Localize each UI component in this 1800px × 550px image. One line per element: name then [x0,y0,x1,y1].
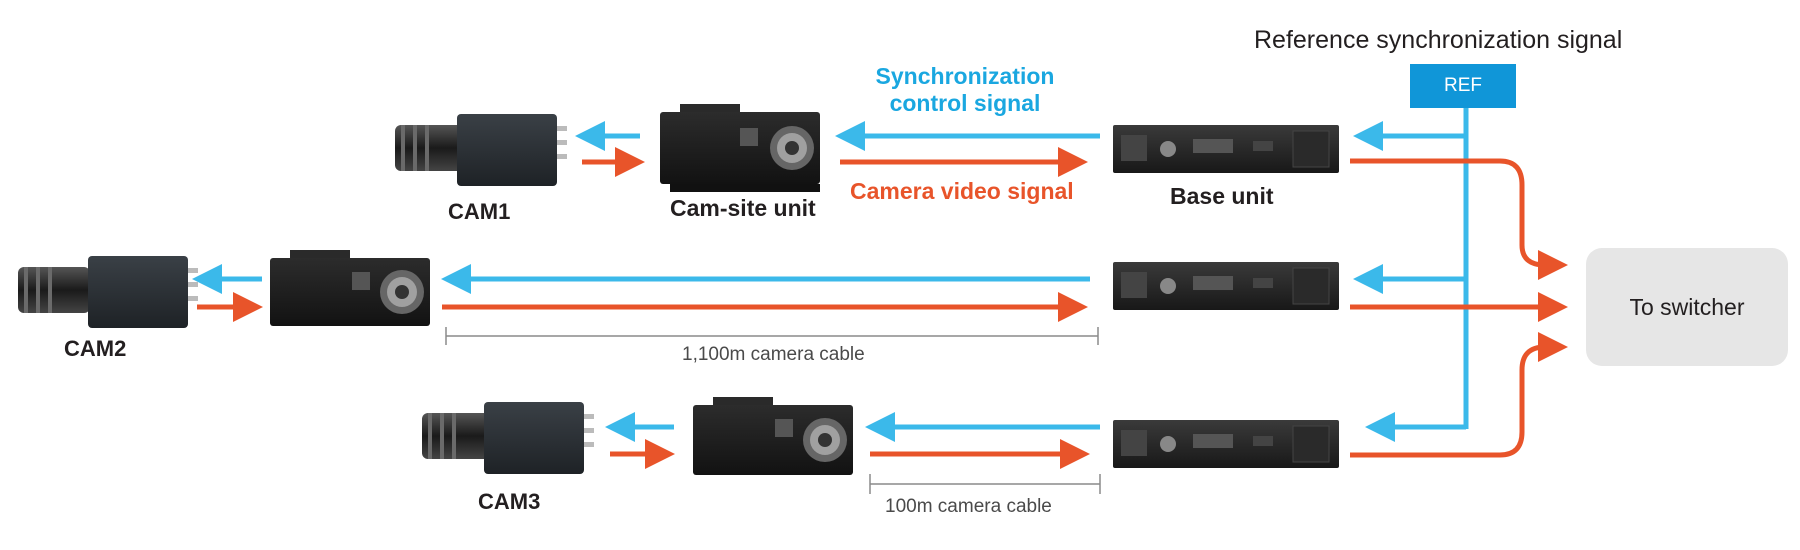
cam-site-unit-1 [660,104,820,192]
base-unit-1 [1113,125,1339,173]
cable-long-label: 1,100m camera cable [682,344,865,365]
cam1-label: CAM1 [448,199,511,224]
switcher-label: To switcher [1629,293,1745,320]
cam-site-unit-2 [270,250,430,326]
cam2-label: CAM2 [64,336,127,361]
ref-sync-title: Reference synchronization signal [1254,26,1623,54]
sync-signal-label-line2: control signal [889,90,1041,116]
base-unit-label: Base unit [1170,183,1274,209]
sync-signal-label-line1: Synchronization [875,63,1055,89]
video-to-switcher-1 [1350,158,1568,280]
sync-arrows [192,100,1469,442]
cam-site-unit-3 [693,397,853,475]
base-unit-3 [1113,420,1339,468]
camera-cam3 [422,402,594,474]
video-to-switcher-3 [1350,332,1568,458]
cable-short-label: 100m camera cable [885,496,1052,517]
cam-site-unit-label: Cam-site unit [670,195,816,221]
switcher-box: To switcher [1586,248,1788,366]
camera-cam2 [18,256,198,328]
ref-box-label: REF [1444,75,1482,96]
sync-signal-label: Synchronization control signal [860,63,1070,117]
video-signal-label: Camera video signal [850,178,1074,204]
cable-dimension-lines [445,327,1101,494]
base-unit-2 [1113,262,1339,310]
cam3-label: CAM3 [478,489,541,514]
camera-cam1 [395,114,567,186]
video-arrows [197,147,1568,469]
ref-box: REF [1410,64,1516,108]
